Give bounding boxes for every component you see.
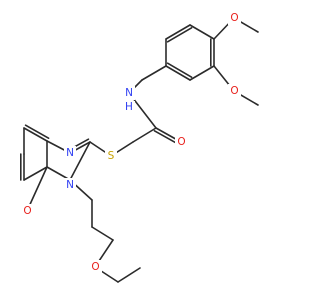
- atom-n-ring-top-label: N: [66, 147, 74, 159]
- bond-a2-a3: [189, 65, 215, 81]
- atom-n-ring-top: N: [64, 146, 76, 160]
- bond-layer: [19, 17, 259, 283]
- atom-o-amide-label: O: [177, 136, 185, 148]
- bond-c8a-b1-double: [24, 124, 50, 140]
- bond-c4a-c4: [46, 166, 71, 181]
- atom-o-methoxy-top: O: [228, 11, 241, 25]
- bond-c4a-oRing: [26, 166, 48, 212]
- bond-p2-p3: [91, 226, 114, 241]
- atom-s-thioether-label: S: [108, 150, 115, 162]
- atom-h-amide-label: H: [125, 101, 133, 113]
- atom-n-amide: N H: [123, 86, 135, 114]
- atom-o-ether: O: [89, 260, 102, 274]
- bond-et1-et2: [117, 267, 141, 283]
- bond-b3-c4a: [23, 166, 48, 181]
- atom-o-methoxy-mid-label: O: [230, 85, 238, 97]
- atom-n-amide-label: N: [125, 87, 133, 99]
- atom-n-ring-bottom-label: N: [66, 179, 74, 191]
- atom-label-layer: O O N H O S N N O: [21, 11, 241, 274]
- bond-a6-a1: [189, 24, 215, 40]
- atom-s-thioether: S: [105, 149, 117, 163]
- molecule-structure: O O N H O S N N O: [19, 11, 259, 283]
- atom-o-ring-label: O: [23, 205, 31, 217]
- atom-o-methoxy-top-label: O: [230, 12, 238, 24]
- atom-o-methoxy-mid: O: [228, 84, 241, 98]
- bond-co-ch2: [132, 127, 157, 143]
- atom-o-amide: O: [175, 135, 188, 149]
- atom-n-ring-bottom: N: [64, 178, 76, 192]
- bond-a3-a4: [165, 65, 191, 81]
- atom-o-ether-label: O: [91, 261, 99, 273]
- bond-a4-e1: [141, 65, 167, 81]
- bond-c4-c2: [69, 141, 91, 181]
- bond-a5-a6: [165, 24, 191, 40]
- bond-a5-a6-double: [166, 26, 193, 43]
- atom-o-ring: O: [21, 204, 34, 218]
- bond-a3-a4-double: [166, 62, 193, 79]
- bond-c8a-b1: [23, 127, 48, 142]
